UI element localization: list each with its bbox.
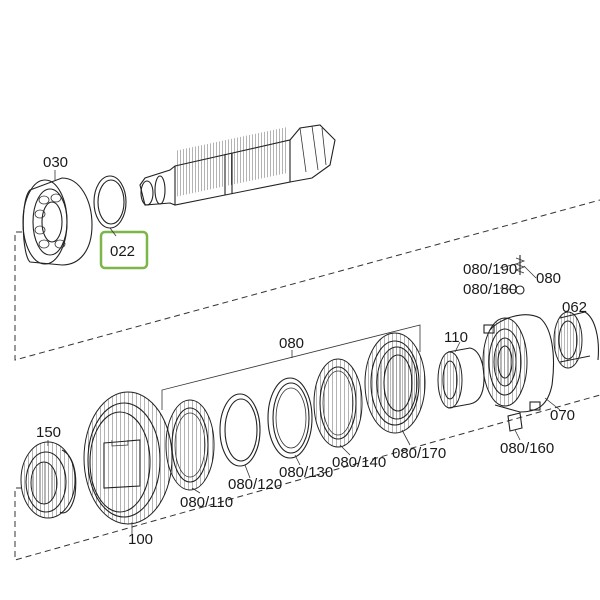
bearing-030 (22, 177, 93, 266)
group-bracket-080 (161, 324, 421, 410)
assembly-frame-lower (14, 394, 600, 561)
label-080-130: 080/130 (279, 464, 333, 481)
ring-080-140 (313, 358, 363, 448)
gear-100 (83, 391, 173, 525)
label-080-group: 080 (279, 335, 304, 352)
label-080-160: 080/160 (500, 440, 554, 457)
label-100: 100 (128, 531, 153, 548)
ring-022 (93, 175, 127, 229)
needle-bearing-110 (437, 347, 485, 409)
highlight-box-022[interactable] (99, 230, 149, 270)
label-080-110: 080/110 (180, 494, 233, 511)
input-shaft (139, 124, 336, 206)
ring-080-120 (219, 393, 261, 467)
hub-070 (482, 314, 555, 413)
label-110: 110 (444, 329, 468, 346)
needle-bearing-062 (553, 311, 599, 369)
label-080-120: 080/120 (228, 476, 282, 493)
label-070: 070 (550, 407, 575, 424)
gear-150 (20, 441, 77, 519)
ring-080-130 (267, 377, 313, 459)
label-080-190: 080/190 (463, 261, 517, 278)
ring-080-110 (165, 399, 215, 491)
thrust-piece-080-160 (507, 412, 523, 432)
spring-080-190 (514, 255, 526, 275)
label-080-right: 080 (536, 270, 561, 287)
label-030: 030 (43, 154, 68, 171)
label-080-140: 080/140 (332, 454, 386, 471)
assembly-frame-upper (14, 199, 600, 361)
label-022[interactable]: 022 (110, 243, 135, 260)
sleeve-080-170 (364, 332, 426, 434)
label-150: 150 (36, 424, 61, 441)
label-080-170: 080/170 (392, 445, 446, 462)
label-080-180: 080/180 (463, 281, 517, 298)
leader-lines (47, 170, 561, 534)
label-062: 062 (562, 299, 587, 316)
